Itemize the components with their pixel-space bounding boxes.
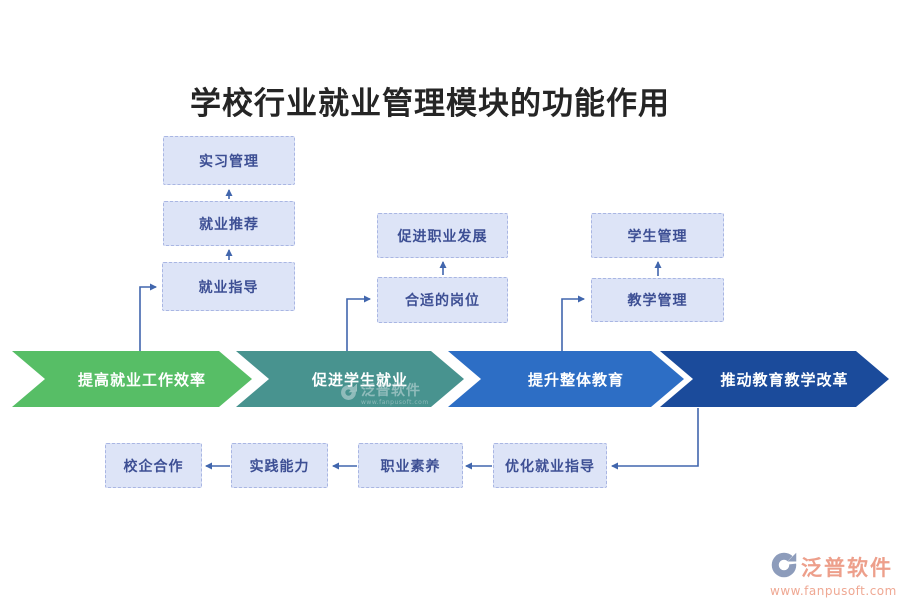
node-suitable-position: 合适的岗位 xyxy=(377,277,508,323)
node-optimize-employment-guidance: 优化就业指导 xyxy=(493,443,607,488)
banner-improve-employment-efficiency: 提高就业工作效率 xyxy=(12,351,252,407)
node-professional-quality: 职业素养 xyxy=(358,443,463,488)
brand-website: www.fanpusoft.com xyxy=(770,584,897,598)
brand-logo: 泛普软件 www.fanpusoft.com xyxy=(770,549,897,598)
page-title: 学校行业就业管理模块的功能作用 xyxy=(190,86,670,122)
node-employment-guidance: 就业指导 xyxy=(162,262,295,311)
watermark: 泛普软件 www.fanpusoft.com xyxy=(340,382,429,406)
watermark-logo-icon xyxy=(340,382,358,405)
node-employment-recommendation: 就业推荐 xyxy=(163,201,295,246)
watermark-url: www.fanpusoft.com xyxy=(361,399,429,406)
node-school-enterprise-cooperation: 校企合作 xyxy=(105,443,202,488)
node-internship-management: 实习管理 xyxy=(163,136,295,185)
node-practical-ability: 实践能力 xyxy=(231,443,328,488)
banner-enhance-overall-education: 提升整体教育 xyxy=(448,351,684,407)
banner-promote-student-employment: 促进学生就业 xyxy=(236,351,464,407)
watermark-name: 泛普软件 xyxy=(361,383,421,399)
banner-drive-teaching-reform: 推动教育教学改革 xyxy=(660,351,889,407)
node-student-management: 学生管理 xyxy=(591,213,724,258)
node-teaching-management: 教学管理 xyxy=(591,278,724,322)
brand-logo-icon xyxy=(770,549,799,583)
node-career-development: 促进职业发展 xyxy=(377,213,508,258)
brand-name: 泛普软件 xyxy=(801,556,893,580)
